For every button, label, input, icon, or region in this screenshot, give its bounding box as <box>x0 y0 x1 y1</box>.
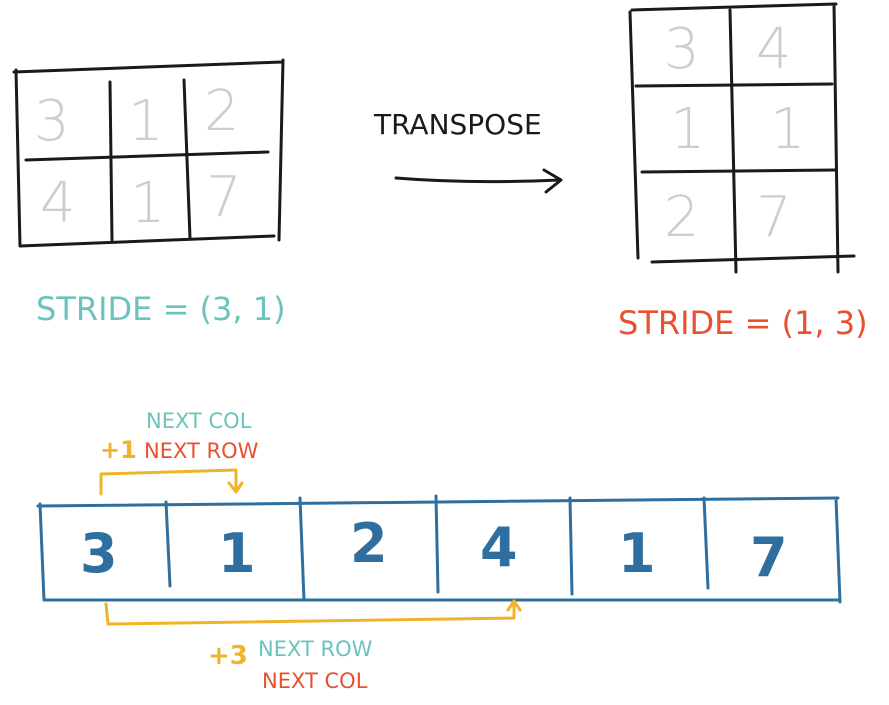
original-cell-1-1: 1 <box>130 171 166 236</box>
original-matrix <box>12 58 285 248</box>
transposed-cell-0-0: 3 <box>664 17 700 82</box>
memory-cell-4: 1 <box>618 522 656 585</box>
plus-three-next-col-label: NEXT COL <box>262 669 368 693</box>
transposed-matrix-border <box>628 2 856 274</box>
plus-three-next-row-label: NEXT ROW <box>258 637 373 661</box>
transpose-arrow <box>394 168 563 194</box>
plus-one-label: +1 <box>100 436 137 464</box>
original-matrix-cells: 3 1 2 4 1 7 <box>34 79 242 236</box>
memory-cell-1: 1 <box>218 522 256 585</box>
plus-three-label: +3 <box>208 641 248 671</box>
transposed-matrix-cells: 3 4 1 1 2 7 <box>664 17 806 250</box>
transposed-stride-label: STRIDE = (1, 3) <box>618 304 868 342</box>
transposed-cell-2-1: 7 <box>756 185 792 250</box>
original-cell-0-0: 3 <box>34 89 70 154</box>
transposed-matrix-col-divider <box>728 8 738 274</box>
memory-cell-3: 4 <box>480 516 518 579</box>
memory-cells: 3 1 2 4 1 7 <box>80 512 788 589</box>
original-cell-0-1: 1 <box>128 89 164 154</box>
memory-strip-dividers <box>164 494 710 602</box>
original-matrix-col-divider <box>108 78 192 242</box>
original-cell-1-0: 4 <box>40 171 76 236</box>
memory-cell-2: 2 <box>350 512 388 575</box>
transposed-cell-2-0: 2 <box>664 185 700 250</box>
transposed-cell-1-0: 1 <box>670 97 706 162</box>
plus-one-next-col-label: NEXT COL <box>146 409 252 433</box>
transposed-matrix <box>628 2 856 274</box>
plus-three-bracket <box>104 599 522 626</box>
transposed-cell-0-1: 4 <box>756 17 792 82</box>
original-cell-1-2: 7 <box>206 165 242 230</box>
memory-strip <box>36 494 842 604</box>
plus-one-next-row-label: NEXT ROW <box>144 439 259 463</box>
transposed-matrix-row-divider <box>634 82 838 174</box>
memory-strip-border <box>36 496 842 604</box>
original-cell-0-2: 2 <box>204 79 240 144</box>
transpose-label: TRANSPOSE <box>373 108 542 141</box>
original-matrix-border <box>12 58 285 248</box>
original-stride-label: STRIDE = (3, 1) <box>36 290 286 328</box>
transposed-cell-1-1: 1 <box>770 97 806 162</box>
memory-cell-5: 7 <box>750 526 788 589</box>
original-matrix-row-divider <box>24 150 270 162</box>
memory-cell-0: 3 <box>80 522 118 585</box>
plus-one-bracket <box>99 468 244 496</box>
